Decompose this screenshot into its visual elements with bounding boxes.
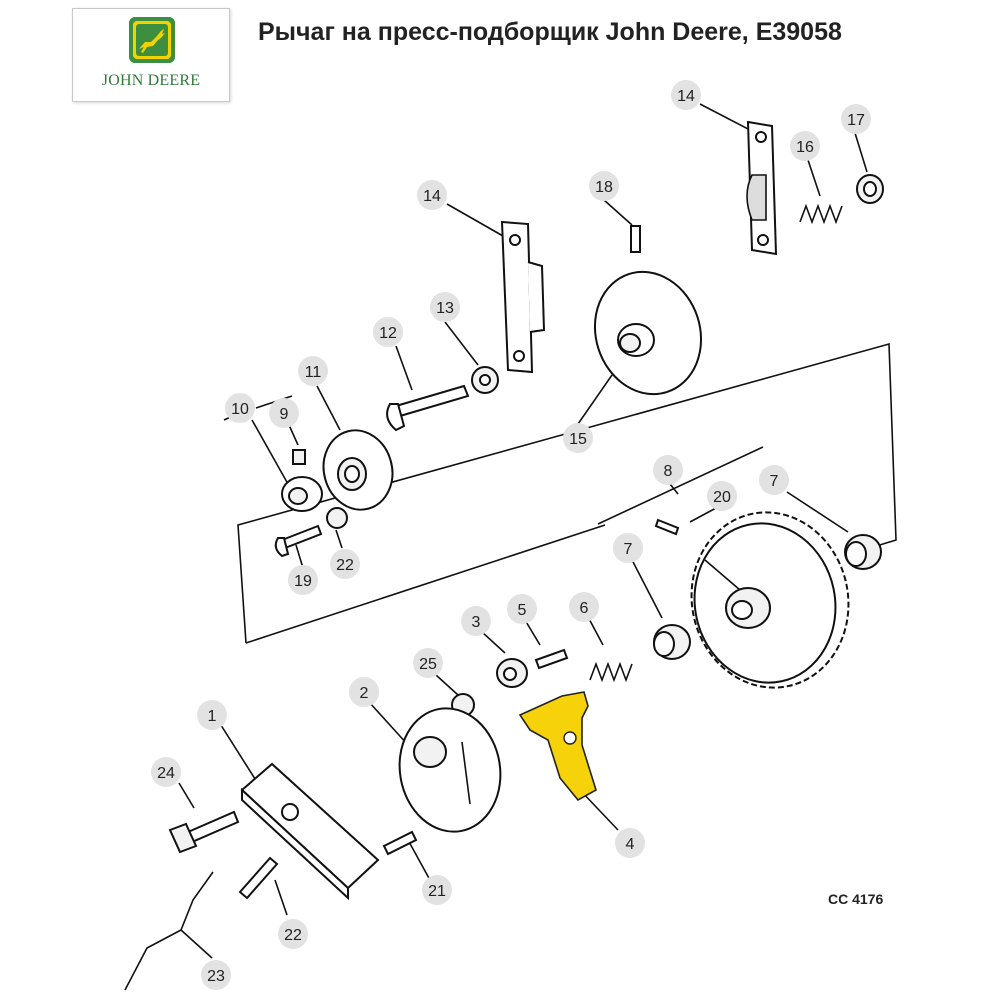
callout-label: 4 [626, 836, 635, 853]
callout-label: 15 [569, 431, 587, 448]
callout-circle-9 [269, 398, 299, 428]
logo-brand-text: JOHN DEERE [101, 72, 201, 89]
callout-label: 22 [284, 927, 302, 944]
callout-circle-17 [841, 104, 871, 134]
callout-label: 13 [436, 300, 454, 317]
part-14-bracket-left [500, 220, 546, 374]
callout-label: 14 [423, 188, 441, 205]
part-11-hub [322, 429, 394, 511]
callout-label: 21 [428, 883, 446, 900]
part-20-fitting [654, 518, 680, 536]
callout-label: 22 [336, 557, 354, 574]
callout-circle-16 [790, 131, 820, 161]
part-22-pin-lower [238, 856, 279, 900]
callout-circle-7 [759, 465, 789, 495]
part-14-bracket-right [746, 120, 778, 256]
part-13-nut [471, 366, 499, 394]
callout-circle-19 [288, 565, 318, 595]
part-6-spring [589, 661, 633, 683]
part-21-pin [382, 830, 418, 856]
part-12-bolt [386, 384, 470, 432]
callout-circle-3 [461, 606, 491, 636]
part-19-bolt [274, 524, 323, 558]
part-22-nut-upper [326, 507, 348, 529]
callout-label: 25 [419, 656, 437, 673]
callout-circle-4 [615, 828, 645, 858]
part-8-gear [690, 511, 850, 689]
drawing-code: CC 4176 [828, 891, 884, 907]
john-deere-logo: JOHN DEERE [72, 8, 230, 102]
part-5-pin [534, 648, 569, 670]
callout-circle-21 [422, 875, 452, 905]
callout-label: 20 [713, 489, 731, 506]
callout-label: 1 [208, 708, 217, 725]
callout-circle-20 [707, 481, 737, 511]
callout-circle-13 [430, 292, 460, 322]
callout-circle-6 [569, 592, 599, 622]
part-7-bushing-left [653, 624, 691, 660]
part-7-bushing-right [844, 534, 882, 570]
callout-circle-8 [653, 455, 683, 485]
callout-label: 17 [847, 112, 865, 129]
callout-circle-12 [373, 317, 403, 347]
part-10-collar [281, 476, 323, 512]
callout-circle-5 [507, 594, 537, 624]
part-16-spring [799, 203, 843, 225]
part-4-lever-hole [563, 731, 577, 745]
deer-icon [129, 17, 175, 63]
part-17-nut [856, 174, 884, 204]
callout-label: 7 [770, 473, 779, 490]
callout-label: 23 [207, 968, 225, 985]
callout-circle-2 [349, 677, 379, 707]
callout-label: 7 [624, 541, 633, 558]
callout-label: 16 [796, 139, 814, 156]
part-4-lever-highlighted [518, 691, 597, 802]
callout-label: 24 [157, 765, 175, 782]
part-2-cam-plate [398, 707, 502, 833]
callout-circle-7 [613, 533, 643, 563]
callout-label: 5 [518, 602, 527, 619]
callout-circle-18 [589, 171, 619, 201]
callout-label: 14 [677, 88, 695, 105]
part-18-pin [630, 225, 641, 253]
callout-circle-10 [225, 393, 255, 423]
part-9-set-screw [292, 449, 306, 465]
part-15-disc [593, 270, 703, 396]
callout-label: 19 [294, 573, 312, 590]
callout-label: 11 [305, 364, 322, 381]
callout-label: 3 [472, 614, 481, 631]
page-title: Рычаг на пресс-подборщик John Deere, E39… [258, 18, 842, 46]
part-1-block [240, 762, 380, 901]
callout-label: 12 [379, 325, 397, 342]
callout-circle-15 [563, 423, 593, 453]
callout-circle-14 [671, 80, 701, 110]
callout-label: 10 [231, 401, 249, 418]
callout-label: 9 [280, 406, 289, 423]
callout-circle-14 [417, 180, 447, 210]
callout-circle-23 [201, 960, 231, 990]
assembly-boundary [223, 342, 897, 644]
callout-label: 18 [595, 179, 613, 196]
callout-label: 2 [360, 685, 369, 702]
callout-circle-1 [197, 700, 227, 730]
part-3-bushing [496, 658, 528, 688]
part-24-bolt [168, 810, 240, 854]
callout-circle-25 [413, 648, 443, 678]
callout-label: 8 [664, 463, 673, 480]
callout-circle-22 [278, 919, 308, 949]
callout-circle-11 [298, 356, 328, 386]
callout-circle-22 [330, 549, 360, 579]
leader-lines [124, 103, 868, 991]
callout-label: 6 [580, 600, 589, 617]
callout-circle-24 [151, 757, 181, 787]
